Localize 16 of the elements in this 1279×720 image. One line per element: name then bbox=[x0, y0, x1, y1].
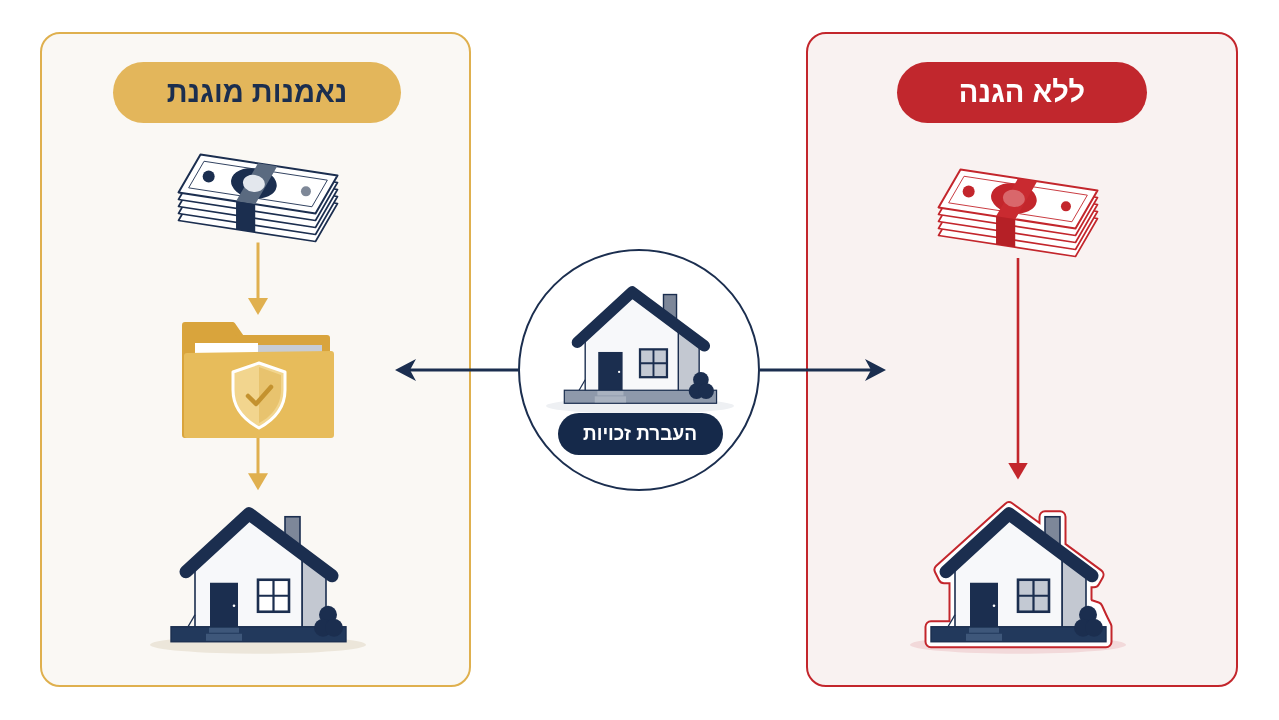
heading-pill: נאמנות מוגנת bbox=[113, 62, 401, 123]
arrow bbox=[248, 438, 268, 491]
arrow bbox=[760, 359, 886, 381]
panel bbox=[40, 32, 471, 687]
shield-folder-icon bbox=[182, 322, 334, 438]
house-icon bbox=[546, 286, 734, 414]
house-icon bbox=[150, 507, 366, 655]
money-stack-icon bbox=[177, 152, 339, 243]
panel bbox=[806, 32, 1238, 687]
label-pill: העברת זכויות bbox=[557, 413, 723, 455]
house-icon bbox=[910, 500, 1126, 654]
arrow bbox=[395, 359, 518, 381]
arrow bbox=[1008, 258, 1028, 480]
money-stack-icon bbox=[937, 168, 1099, 258]
heading-pill: ללא הגנה bbox=[897, 62, 1147, 123]
arrow bbox=[248, 242, 268, 315]
